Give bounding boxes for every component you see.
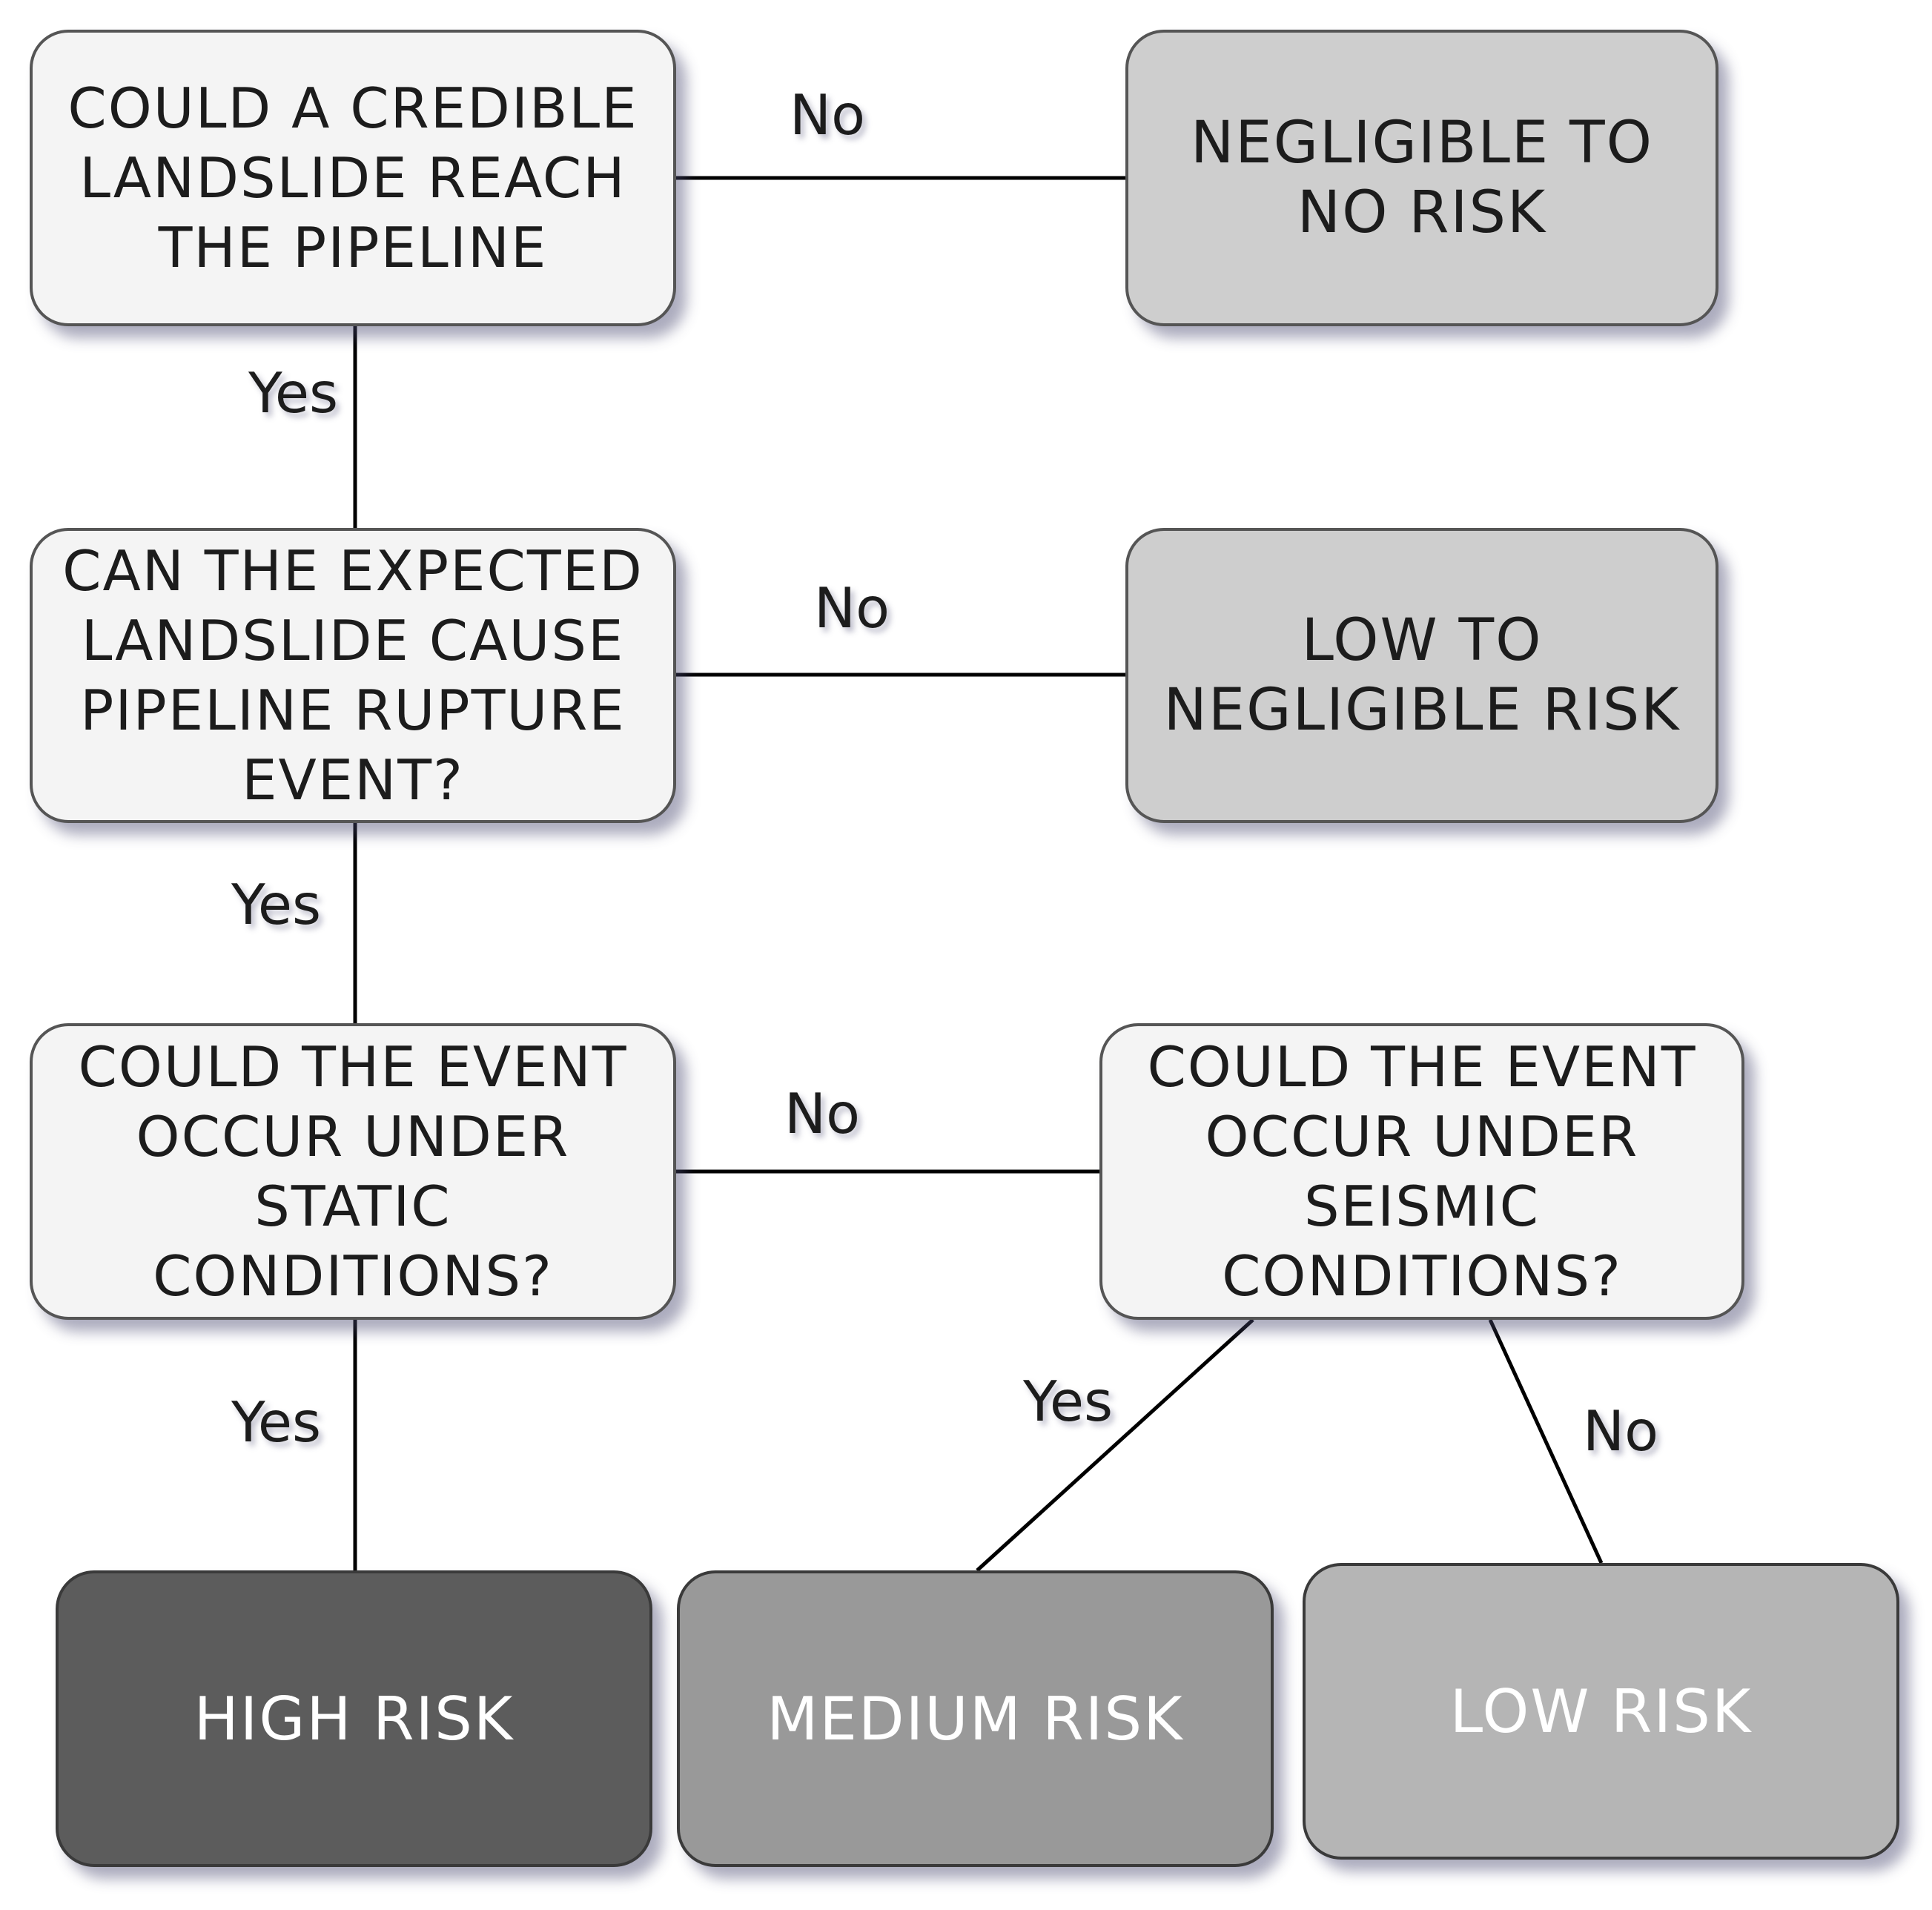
- edge-label-q3-yes: Yes: [231, 1389, 322, 1455]
- outcome-negligible-to-no-risk: NEGLIGIBLE TO NO RISK: [1125, 30, 1718, 326]
- question-pipeline-rupture: CAN THE EXPECTED LANDSLIDE CAUSE PIPELIN…: [30, 528, 676, 823]
- outcome-negligible-to-no-risk-text: NEGLIGIBLE TO NO RISK: [1190, 110, 1654, 246]
- edge-q4-no: [1488, 1318, 1604, 1564]
- outcome-high-risk-text: HIGH RISK: [193, 1684, 515, 1754]
- outcome-low-to-negligible-risk-text: LOW TO NEGLIGIBLE RISK: [1163, 607, 1681, 744]
- outcome-high-risk: HIGH RISK: [56, 1570, 652, 1867]
- edge-label-q4-no: No: [1583, 1398, 1658, 1464]
- question-landslide-reach-pipeline: COULD A CREDIBLE LANDSLIDE REACH THE PIP…: [30, 30, 676, 326]
- question-static-conditions: COULD THE EVENT OCCUR UNDER STATIC CONDI…: [30, 1023, 676, 1320]
- outcome-low-risk-text: LOW RISK: [1449, 1676, 1753, 1746]
- question-seismic-conditions-text: COULD THE EVENT OCCUR UNDER SEISMIC COND…: [1147, 1034, 1697, 1309]
- question-landslide-reach-pipeline-text: COULD A CREDIBLE LANDSLIDE REACH THE PIP…: [67, 76, 638, 280]
- outcome-low-risk: LOW RISK: [1303, 1563, 1899, 1860]
- edge-label-q2-yes: Yes: [231, 872, 322, 937]
- edge-q4-yes: [976, 1318, 1254, 1572]
- question-static-conditions-text: COULD THE EVENT OCCUR UNDER STATIC CONDI…: [78, 1034, 628, 1309]
- question-seismic-conditions: COULD THE EVENT OCCUR UNDER SEISMIC COND…: [1099, 1023, 1744, 1320]
- outcome-low-to-negligible-risk: LOW TO NEGLIGIBLE RISK: [1125, 528, 1718, 823]
- outcome-medium-risk: MEDIUM RISK: [677, 1570, 1274, 1867]
- edge-label-q1-no: No: [790, 82, 865, 148]
- edge-label-q1-yes: Yes: [248, 360, 339, 426]
- question-pipeline-rupture-text: CAN THE EXPECTED LANDSLIDE CAUSE PIPELIN…: [62, 538, 644, 813]
- edge-label-q3-no: No: [784, 1081, 860, 1146]
- edge-label-q2-no: No: [814, 575, 890, 641]
- edge-label-q4-yes: Yes: [1023, 1369, 1114, 1434]
- outcome-medium-risk-text: MEDIUM RISK: [767, 1684, 1184, 1754]
